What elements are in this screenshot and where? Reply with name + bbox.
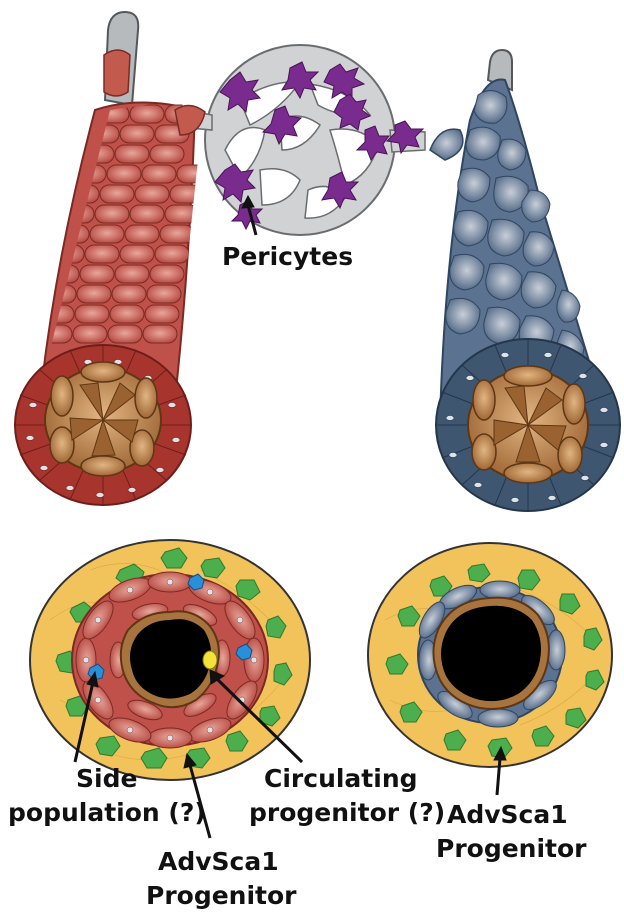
side-population-label-line2: population (?) (8, 797, 206, 828)
advsca1-left-label-line2: Progenitor (146, 880, 297, 911)
vein (430, 50, 620, 511)
advsca1-left-label-line1: AdvSca1 (158, 846, 279, 877)
circulating-progenitor-cell (203, 651, 217, 669)
advsca1-right-label-line1: AdvSca1 (447, 799, 568, 830)
advsca1-right-label-line2: Progenitor (436, 833, 587, 864)
circulating-progenitor-label-line2: progenitor (?) (249, 797, 445, 828)
circulating-progenitor-label-line1: Circulating (264, 763, 418, 794)
vein-cross-section (368, 543, 612, 767)
artery (15, 12, 211, 505)
side-population-label-line1: Side (76, 763, 137, 794)
artery-cross-section (30, 540, 310, 780)
pericytes-label: Pericytes (222, 241, 353, 272)
